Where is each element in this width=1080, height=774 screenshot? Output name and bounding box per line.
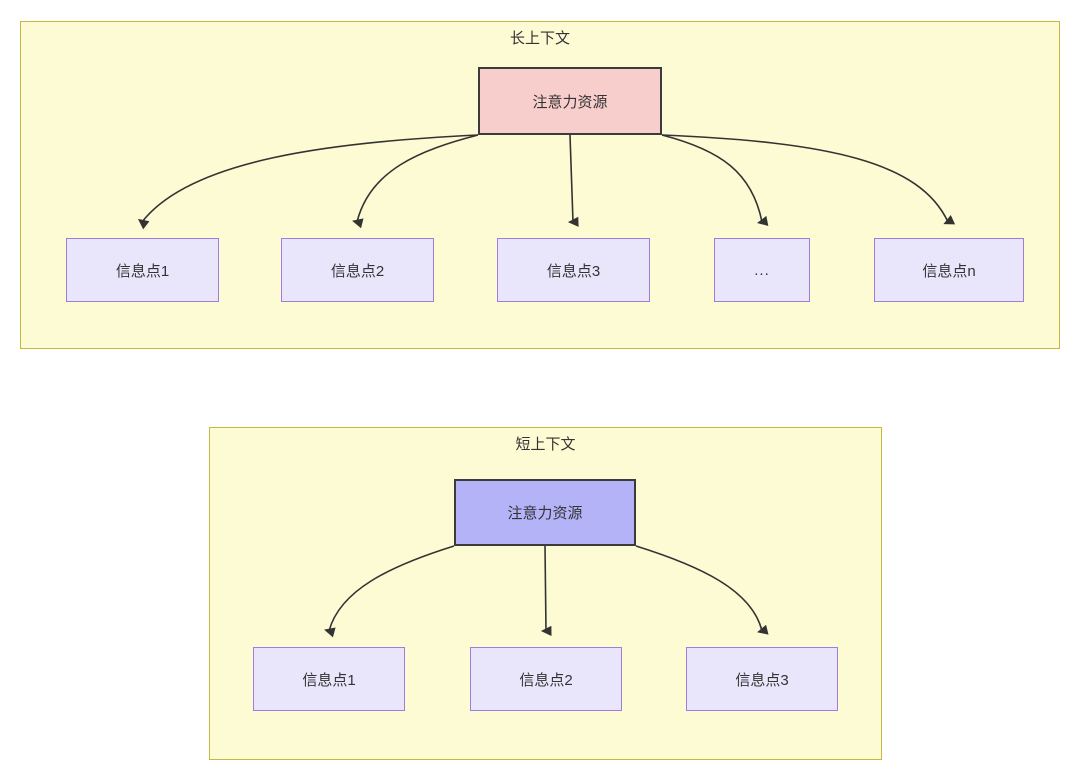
node-short-root-label: 注意力资源 — [507, 505, 583, 522]
node-short-child-3[interactable]: 信息点3 — [686, 647, 838, 711]
node-long-child-3[interactable]: 信息点3 — [497, 238, 650, 302]
node-long-child-ellipsis[interactable]: ... — [714, 238, 810, 302]
node-short-child-3-label: 信息点3 — [735, 671, 789, 689]
node-short-child-2-label: 信息点2 — [519, 671, 573, 689]
node-long-child-n[interactable]: 信息点n — [874, 238, 1024, 302]
node-long-child-1[interactable]: 信息点1 — [66, 238, 219, 302]
node-long-child-3-label: 信息点3 — [546, 262, 601, 280]
node-short-root[interactable]: 注意力资源 — [454, 479, 636, 546]
node-long-child-ellipsis-label: ... — [754, 261, 770, 279]
node-short-child-2[interactable]: 信息点2 — [470, 647, 622, 711]
node-short-child-1-label: 信息点1 — [302, 671, 356, 689]
node-long-child-2-label: 信息点2 — [330, 262, 385, 280]
node-short-child-1[interactable]: 信息点1 — [253, 647, 405, 711]
node-long-root[interactable]: 注意力资源 — [478, 67, 662, 135]
node-long-child-1-label: 信息点1 — [115, 262, 170, 280]
group-short-context-title: 短上下文 — [515, 436, 576, 453]
node-long-root-label: 注意力资源 — [532, 93, 608, 111]
node-long-child-2[interactable]: 信息点2 — [281, 238, 434, 302]
node-long-child-n-label: 信息点n — [922, 262, 976, 280]
group-long-context-title: 长上下文 — [509, 30, 570, 47]
